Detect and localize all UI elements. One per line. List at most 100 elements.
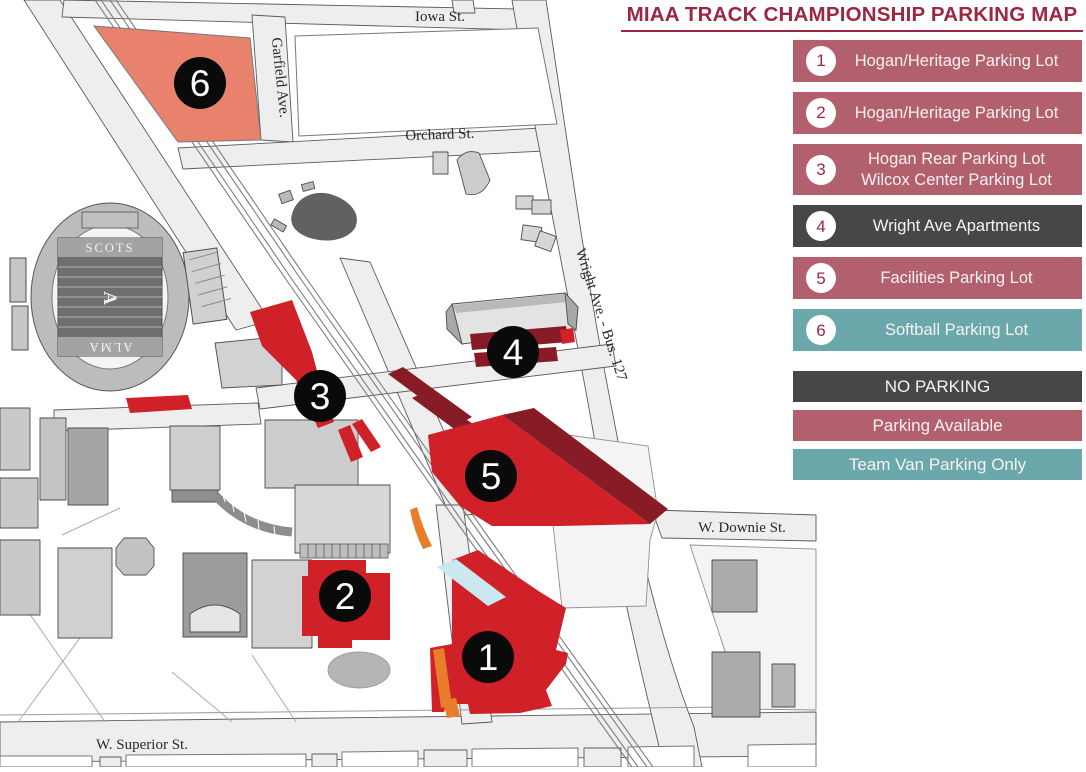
campus-map-svg: SCOTS ALMA A bbox=[0, 0, 817, 768]
track-red-strip bbox=[352, 419, 381, 452]
legend-item-3: 3 Hogan Rear Parking Lot Wilcox Center P… bbox=[793, 144, 1082, 196]
lot-1-area bbox=[430, 550, 568, 714]
legend-number-badge: 4 bbox=[806, 211, 836, 242]
status-parking-available: Parking Available bbox=[793, 410, 1082, 442]
label-downie-st: W. Downie St. bbox=[698, 520, 786, 536]
campus-building bbox=[0, 539, 41, 616]
legend-item-label: Hogan/Heritage Parking Lot bbox=[854, 103, 1059, 122]
block-garfield-wright bbox=[294, 27, 558, 137]
buildings-layer bbox=[0, 151, 796, 718]
campus-building bbox=[57, 547, 113, 639]
legend-item-label: Softball Parking Lot bbox=[884, 320, 1029, 339]
se-building bbox=[711, 559, 758, 613]
small-building bbox=[432, 151, 449, 175]
baseball-field bbox=[291, 192, 357, 241]
stadium-red-strip bbox=[126, 395, 192, 413]
south-block-4 bbox=[471, 747, 579, 768]
hogan-building bbox=[214, 337, 283, 389]
small-building bbox=[531, 199, 552, 215]
status-label: Parking Available bbox=[872, 415, 1003, 435]
legend: 1 Hogan/Heritage Parking Lot 2 Hogan/Her… bbox=[793, 40, 1082, 488]
lot-3-number: 3 bbox=[310, 376, 331, 417]
lot-5-maroon-edge bbox=[502, 408, 668, 524]
dugout bbox=[270, 218, 288, 233]
stadium-bleachers bbox=[182, 247, 232, 325]
quonset-building bbox=[456, 151, 491, 196]
stadium: SCOTS ALMA A bbox=[9, 202, 232, 392]
stadium-top-text: SCOTS bbox=[86, 241, 135, 255]
legend-item-4: 4 Wright Ave Apartments bbox=[793, 205, 1082, 248]
status-team-van-parking: Team Van Parking Only bbox=[793, 449, 1082, 481]
colonnade-curve-lines bbox=[221, 491, 276, 537]
pressbox bbox=[81, 211, 139, 229]
dugout bbox=[300, 181, 316, 192]
legend-number-badge: 1 bbox=[806, 46, 836, 76]
campus-building bbox=[294, 484, 391, 554]
status-label: Team Van Parking Only bbox=[848, 454, 1027, 474]
legend-item-5: 5 Facilities Parking Lot bbox=[793, 257, 1082, 300]
campus-building bbox=[39, 417, 67, 501]
lot-3-strip bbox=[338, 425, 363, 462]
legend-item-1: 1 Hogan/Heritage Parking Lot bbox=[793, 40, 1082, 82]
street-stub-3 bbox=[423, 749, 468, 768]
lot-markers: 6 3 4 5 2 1 bbox=[174, 57, 539, 683]
colonnade-curve bbox=[212, 492, 293, 537]
stadium-bottom-text: ALMA bbox=[88, 340, 133, 354]
auditorium-arch bbox=[189, 604, 241, 633]
legend-number-badge: 6 bbox=[806, 315, 836, 346]
lawn-oval bbox=[327, 651, 391, 689]
south-block-2 bbox=[125, 753, 307, 768]
small-building bbox=[534, 230, 557, 253]
lot-marker-3: 3 bbox=[294, 370, 346, 422]
label-orchard-st: Orchard St. bbox=[405, 126, 475, 144]
orange-strip-1 bbox=[410, 507, 432, 549]
endzone-top bbox=[58, 238, 162, 257]
sidewalk-line bbox=[0, 705, 817, 716]
legend-item-2: 2 Hogan/Heritage Parking Lot bbox=[793, 92, 1082, 134]
legend-item-label: Facilities Parking Lot bbox=[880, 268, 1033, 287]
campus-building bbox=[0, 477, 39, 529]
lot-2-number: 2 bbox=[335, 576, 356, 617]
small-building bbox=[515, 195, 534, 210]
stadium-center-letter: A bbox=[99, 291, 120, 305]
legend-number-badge: 2 bbox=[806, 98, 836, 128]
campus-map: SCOTS ALMA A bbox=[0, 0, 817, 768]
status-label: NO PARKING bbox=[884, 376, 991, 396]
legend-item-label: Wright Ave Apartments bbox=[872, 216, 1041, 235]
endzone-bottom bbox=[58, 337, 162, 356]
status-no-parking: NO PARKING bbox=[793, 371, 1082, 403]
stadium-structure bbox=[11, 305, 29, 351]
bleacher-stripes bbox=[299, 543, 389, 559]
label-iowa-st: Iowa St. bbox=[415, 9, 465, 25]
street-stub-4 bbox=[583, 747, 622, 768]
se-building bbox=[711, 651, 761, 718]
lot-marker-6: 6 bbox=[174, 57, 226, 109]
legend-number-badge: 5 bbox=[806, 263, 836, 294]
lot-6-number: 6 bbox=[190, 63, 211, 104]
dugout bbox=[278, 189, 294, 205]
orange-strip-2 bbox=[433, 648, 452, 708]
label-superior-st: W. Superior St. bbox=[96, 737, 188, 753]
campus-building bbox=[169, 425, 221, 491]
lot-1-blue-strip bbox=[437, 559, 506, 606]
lot-1-number: 1 bbox=[478, 637, 499, 678]
stadium-structure bbox=[9, 257, 27, 303]
south-block-5 bbox=[627, 745, 695, 768]
legend-item-label-line2: Wilcox Center Parking Lot bbox=[861, 170, 1052, 189]
lot-marker-2: 2 bbox=[319, 570, 371, 622]
lot-4-number: 4 bbox=[503, 332, 524, 373]
lot-4-red-bit bbox=[560, 328, 575, 344]
dome-building bbox=[115, 537, 155, 576]
south-block-1 bbox=[0, 755, 93, 768]
legend-item-label: Hogan Rear Parking Lot Wilcox Center Par… bbox=[793, 144, 1082, 195]
lot-marker-4: 4 bbox=[487, 326, 539, 378]
south-block-6 bbox=[747, 743, 817, 768]
lot-marker-1: 1 bbox=[462, 631, 514, 683]
campus-building bbox=[67, 427, 109, 506]
street-stub-1 bbox=[99, 756, 122, 768]
legend-gap bbox=[793, 361, 1082, 371]
legend-item-label-line1: Hogan Rear Parking Lot bbox=[867, 150, 1046, 168]
bleacher-strip bbox=[171, 489, 219, 503]
legend-number-badge: 3 bbox=[806, 154, 836, 185]
yard-lines bbox=[58, 266, 162, 328]
